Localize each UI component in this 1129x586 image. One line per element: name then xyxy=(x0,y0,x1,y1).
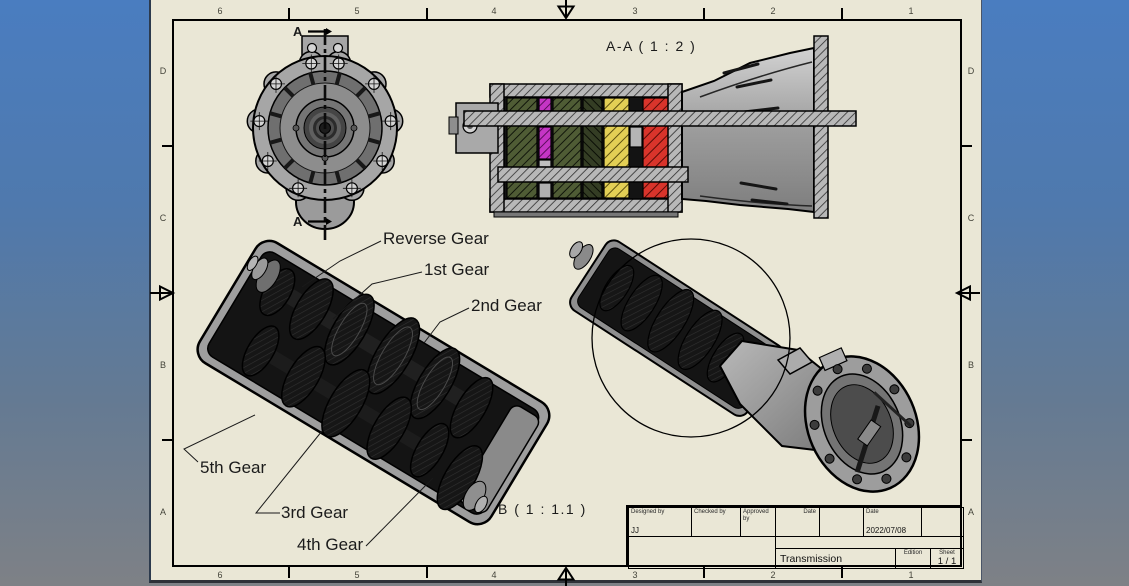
zone-row-right-b: B xyxy=(967,360,974,370)
section-marker-bottom[interactable]: A xyxy=(293,214,303,229)
front-view[interactable] xyxy=(246,28,404,240)
counter-shaft xyxy=(497,166,689,183)
section-line xyxy=(308,28,332,240)
zone-col-bottom-3: 3 xyxy=(632,570,638,580)
cell-date-1[interactable]: Date xyxy=(775,507,820,537)
title-block: Designed by JJ Checked by Approved by Da… xyxy=(626,505,964,569)
cell-part-name[interactable]: Transmission xyxy=(775,548,896,569)
label-4th-gear[interactable]: 4th Gear xyxy=(297,535,364,554)
label-1st-gear[interactable]: 1st Gear xyxy=(424,260,490,279)
date2-label: Date xyxy=(866,509,879,515)
cell-big-blank[interactable] xyxy=(628,536,776,569)
main-shaft xyxy=(463,110,857,127)
zone-col-top-2: 2 xyxy=(770,6,776,16)
zone-col-bottom-4: 4 xyxy=(491,570,497,580)
zone-row-right-d: D xyxy=(967,66,975,76)
date2-value[interactable]: 2022/07/08 xyxy=(866,526,907,535)
designed-by-label: Designed by xyxy=(631,509,665,515)
zone-row-right-c: C xyxy=(967,213,975,223)
section-view-label[interactable]: A-A ( 1 : 2 ) xyxy=(606,38,697,54)
checked-by-label: Checked by xyxy=(694,509,726,515)
bell-flange xyxy=(803,347,921,493)
edition-label: Edition xyxy=(903,550,923,556)
cell-edition[interactable]: Edition xyxy=(895,548,931,569)
zone-col-top-5: 5 xyxy=(354,6,360,16)
bolt-holes xyxy=(250,42,400,198)
zone-col-bottom-5: 5 xyxy=(354,570,360,580)
date1-label: Date xyxy=(803,509,816,515)
label-2nd-gear[interactable]: 2nd Gear xyxy=(471,296,542,315)
sheet-label: Sheet xyxy=(939,550,955,556)
zone-col-top-3: 3 xyxy=(632,6,638,16)
zone-col-top-1: 1 xyxy=(908,6,914,16)
zone-col-bottom-1: 1 xyxy=(908,570,914,580)
zone-col-top-4: 4 xyxy=(491,6,497,16)
gear-cluster xyxy=(241,268,494,511)
zone-row-left-d: D xyxy=(159,66,167,76)
label-5th-gear[interactable]: 5th Gear xyxy=(200,458,267,477)
part-name[interactable]: Transmission xyxy=(780,553,843,565)
sheet-value[interactable]: 1 / 1 xyxy=(937,556,957,567)
zone-col-top-6: 6 xyxy=(217,6,223,16)
cell-date-2[interactable]: Date 2022/07/08 xyxy=(863,507,922,537)
designed-by-value[interactable]: JJ xyxy=(631,526,639,535)
detail-view[interactable] xyxy=(190,230,558,533)
leader-lines xyxy=(183,240,470,547)
detail-view-label[interactable]: B ( 1 : 1.1 ) xyxy=(498,501,587,517)
front-view-ribs xyxy=(269,72,381,184)
approved-by-label: Approved by xyxy=(743,509,769,522)
section-marker-top[interactable]: A xyxy=(293,24,303,39)
cell-checked-by[interactable]: Checked by xyxy=(691,507,741,537)
tail-housing xyxy=(681,35,829,219)
label-reverse-gear[interactable]: Reverse Gear xyxy=(383,229,489,248)
zone-col-bottom-6: 6 xyxy=(217,570,223,580)
zone-row-left-a: A xyxy=(159,507,166,517)
cell-approved-by[interactable]: Approved by xyxy=(740,507,776,537)
frame-marks xyxy=(150,0,980,586)
detail-circle xyxy=(591,238,791,438)
zone-row-left-b: B xyxy=(159,360,166,370)
cell-sheet[interactable]: Sheet 1 / 1 xyxy=(930,548,964,569)
cell-blank-2[interactable] xyxy=(921,507,964,537)
label-3rd-gear[interactable]: 3rd Gear xyxy=(281,503,349,522)
cell-blank-1[interactable] xyxy=(819,507,864,537)
zone-col-bottom-2: 2 xyxy=(770,570,776,580)
cell-designed-by[interactable]: Designed by JJ xyxy=(628,507,692,537)
section-view[interactable] xyxy=(448,35,857,219)
iso-view[interactable] xyxy=(544,222,940,510)
zone-row-right-a: A xyxy=(967,507,974,517)
zone-row-left-c: C xyxy=(159,213,167,223)
